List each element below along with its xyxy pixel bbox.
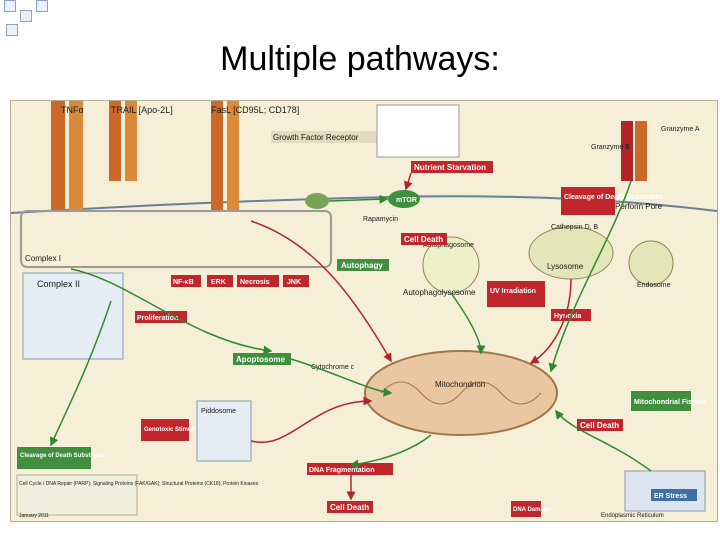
proliferation-label: Proliferation — [137, 315, 178, 322]
arrow-caspase8-apoptosome — [70, 268, 273, 355]
tnfr1-receptor-b — [69, 101, 83, 211]
arrow-apoptosome-mito — [290, 358, 393, 397]
nfkb-label: NF-κB — [173, 279, 194, 286]
endosome-organelle — [628, 240, 674, 286]
dna-damage-box — [511, 501, 541, 517]
arrow-granzyme-mito — [548, 180, 632, 373]
uv-irradiation-label: UV Irradiation — [490, 288, 536, 295]
autophagolysosome-label: Autophagolysosome — [403, 288, 476, 297]
apoptosis-pathway-diagram: TNFα TRAIL [Apo-2L] FasL [CD95L; CD178] … — [10, 100, 718, 522]
complex-i-label: Complex I — [25, 254, 61, 263]
mitochondrion-cristae — [380, 381, 542, 405]
trail-label: TRAIL [Apo-2L] — [111, 105, 173, 115]
nutrient-starvation-box — [411, 161, 493, 173]
jnk-box — [283, 275, 309, 287]
arrow-pi3k-mtor — [328, 194, 389, 204]
bullet-icon — [20, 10, 32, 22]
tnf-label: TNFα — [61, 105, 84, 115]
nfkb-box — [171, 275, 201, 287]
apoptosome-box — [233, 353, 291, 365]
arrow-fas-mito — [250, 220, 392, 363]
lysosome-label: Lysosome — [547, 262, 584, 271]
gf-receptor-label: Growth Factor Receptor — [273, 133, 359, 142]
cleavage-death-label: Cleavage of Death Substrates — [20, 453, 105, 459]
granzyme-b-label: Granzyme B — [591, 144, 630, 151]
erk-box — [207, 275, 233, 287]
fasl-label: FasL [CD95L; CD178] — [211, 105, 299, 115]
necrosis-label: Necrosis — [240, 279, 270, 286]
piddosome-frame — [196, 400, 252, 462]
tnfr1-receptor — [51, 101, 65, 211]
complex-ii-label: Complex II — [37, 279, 80, 289]
bullet-icon — [6, 24, 18, 36]
nutrient-starvation-label: Nutrient Starvation — [414, 163, 486, 172]
complex-i-frame — [20, 210, 332, 268]
rapamycin-label: Rapamycin — [363, 216, 398, 223]
cleavage-death-box — [17, 447, 91, 469]
substrates-note — [16, 474, 138, 516]
trailr-receptor — [109, 101, 121, 181]
erk-label: ERK — [211, 279, 226, 286]
arrow-piddosome-mito — [250, 396, 373, 444]
mitochondrion-label: Mitochondrion — [435, 380, 485, 389]
cell-death-box-right — [577, 419, 623, 431]
arrow-er-mito — [555, 409, 652, 472]
trailr-receptor-b — [125, 101, 137, 181]
genotoxic-box — [141, 419, 189, 441]
slide-title: Multiple pathways: — [220, 40, 500, 78]
cell-death-label-top: Cell Death — [404, 235, 443, 244]
necrosis-box — [237, 275, 279, 287]
jnk-label: JNK — [287, 279, 301, 286]
proliferation-box — [135, 311, 187, 323]
autophagosome-label: Autophagosome — [423, 242, 474, 249]
cathepsin-label: Cathepsin D, B — [551, 224, 598, 231]
pi3k-node — [305, 193, 329, 209]
granzyme-a-label: Granzyme A — [661, 126, 700, 133]
fas-receptor-b — [227, 101, 239, 211]
copyright-label: January 2011 — [19, 513, 49, 519]
cytochrome-c-label: Cytochrome c — [311, 364, 355, 371]
bullet-icon — [4, 0, 16, 12]
arrow-mito-dna — [349, 434, 432, 469]
legend-box — [376, 104, 460, 158]
dna-fragmentation-box — [307, 463, 393, 475]
bullet-icon — [36, 0, 48, 12]
mtor-label: mTOR — [396, 197, 417, 204]
fas-receptor — [211, 101, 223, 211]
genotoxic-label: Genotoxic Stimuli — [144, 427, 195, 433]
perforin-pore-label: Perforin Pore — [615, 202, 663, 211]
cell-death-box-bottom — [327, 501, 373, 513]
apoptosome-label: Apoptosome — [236, 355, 285, 364]
perforin-pore — [621, 121, 633, 181]
endosome-label: Endosome — [637, 282, 671, 289]
gf-receptor-box — [271, 131, 381, 143]
arrow-complexii-substrates — [50, 300, 112, 447]
cell-death-label-bottom: Cell Death — [330, 503, 369, 512]
substrates-note-text: Cell Cycle / DNA Repair (PARP); Signalin… — [19, 481, 259, 487]
piddosome-label: Piddosome — [201, 408, 236, 415]
cell-death-label-right: Cell Death — [580, 421, 619, 430]
arrow-autophagy-mito — [450, 292, 486, 355]
autophagy-box — [337, 259, 389, 271]
cleavage-substrates-box — [561, 187, 615, 215]
mtor-node — [388, 190, 420, 208]
arrow-nutrient-mtor — [403, 172, 413, 191]
hypoxia-label: Hypoxia — [554, 313, 581, 320]
cell-death-box-top — [401, 233, 447, 245]
pathway-canvas: TNFα TRAIL [Apo-2L] FasL [CD95L; CD178] … — [11, 101, 717, 521]
mito-fission-label: Mitochondrial Fission — [634, 399, 706, 406]
er-stress-box — [651, 489, 697, 501]
dna-fragmentation-label: DNA Fragmentation — [309, 467, 374, 474]
dna-damage-label: DNA Damage — [513, 507, 551, 513]
mito-fission-box — [631, 391, 691, 411]
er-label: Endoplasmic Reticulum — [601, 513, 664, 519]
perforin-pore-b — [635, 121, 647, 181]
autophagy-label: Autophagy — [341, 261, 383, 270]
cleavage-substrates-label: Cleavage of Death Substrates — [564, 194, 663, 201]
er-stress-label: ER Stress — [654, 493, 687, 500]
uv-irradiation-box — [487, 281, 545, 307]
arrow-lysosome-mito — [529, 278, 572, 364]
